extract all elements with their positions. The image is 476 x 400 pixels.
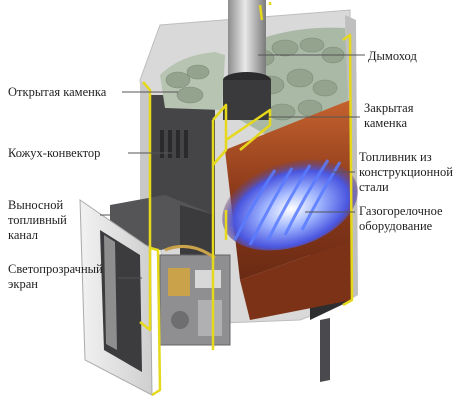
glass-screen-panel <box>79 199 153 396</box>
convector-vents <box>160 130 188 158</box>
label-fuel-channel: Выносной топливный канал <box>8 198 67 242</box>
chimney-pipe <box>223 0 271 120</box>
label-screen: Светопрозрачный экран <box>8 262 103 291</box>
label-gas-burner: Газогорелочное оборудование <box>359 204 443 233</box>
label-open-stone: Открытая каменка <box>8 85 107 99</box>
label-firebox: Топливник из конструкционной стали <box>359 150 453 194</box>
leader-lines <box>100 54 365 279</box>
firebox <box>222 100 358 320</box>
label-convector: Кожух-конвектор <box>8 146 101 160</box>
label-closed-stone: Закрытая каменка <box>364 101 414 130</box>
burner-flame <box>222 159 358 251</box>
label-chimney: Дымоход <box>368 49 417 63</box>
gas-burner-equipment <box>159 244 231 346</box>
section-outline <box>139 2 354 397</box>
flame-tongues <box>233 159 342 246</box>
